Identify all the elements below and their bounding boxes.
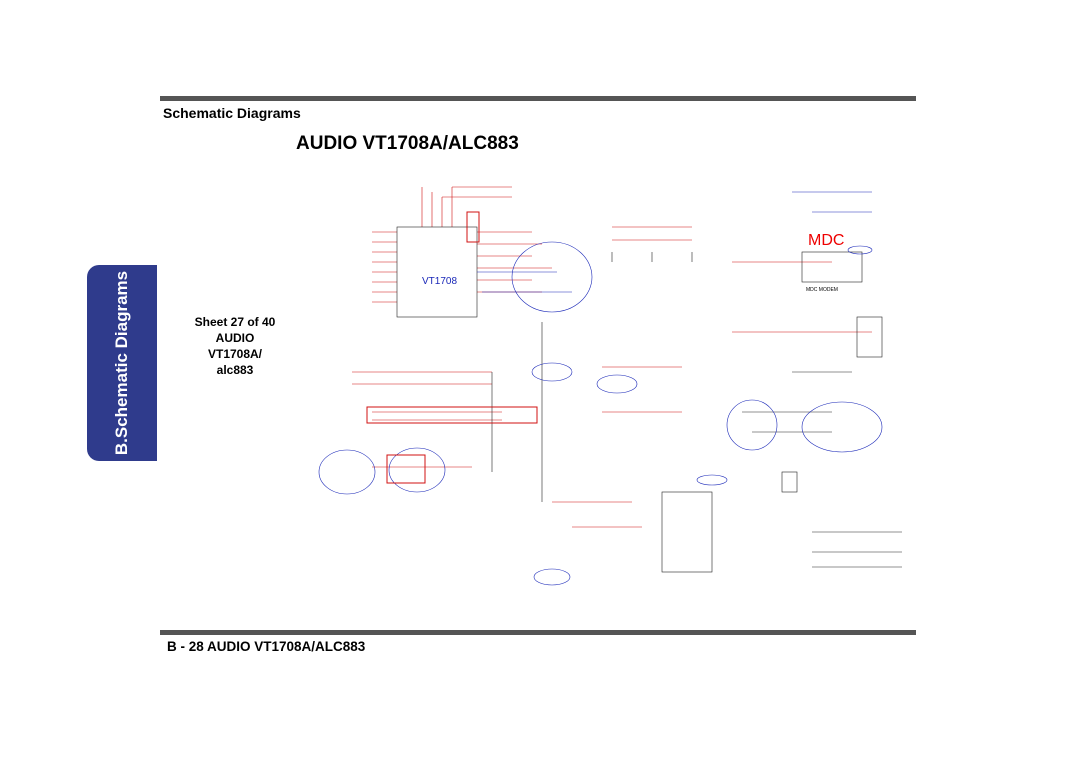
side-tab[interactable] <box>87 265 157 461</box>
page-footer: B - 28 AUDIO VT1708A/ALC883 <box>167 639 366 654</box>
sheet-name-line2: alc883 <box>216 363 254 377</box>
sheet-name-line1: AUDIO VT1708A/ <box>207 331 263 361</box>
sheet-info: Sheet 27 of 40 AUDIO VT1708A/ alc883 <box>190 314 280 378</box>
mdc-label: MDC <box>808 232 845 249</box>
side-tab-label: B.Schematic Diagrams <box>112 270 131 456</box>
sheet-number: Sheet 27 of 40 <box>194 315 276 329</box>
codec-chip-label: VT1708 <box>422 276 458 287</box>
top-divider-bar <box>160 96 916 101</box>
page-title: AUDIO VT1708A/ALC883 <box>296 133 519 154</box>
section-heading: Schematic Diagrams <box>163 105 301 121</box>
mdc-module-label: MDC MODEM <box>806 287 838 293</box>
schematic-diagram <box>318 186 902 586</box>
bottom-divider-bar <box>160 630 916 635</box>
